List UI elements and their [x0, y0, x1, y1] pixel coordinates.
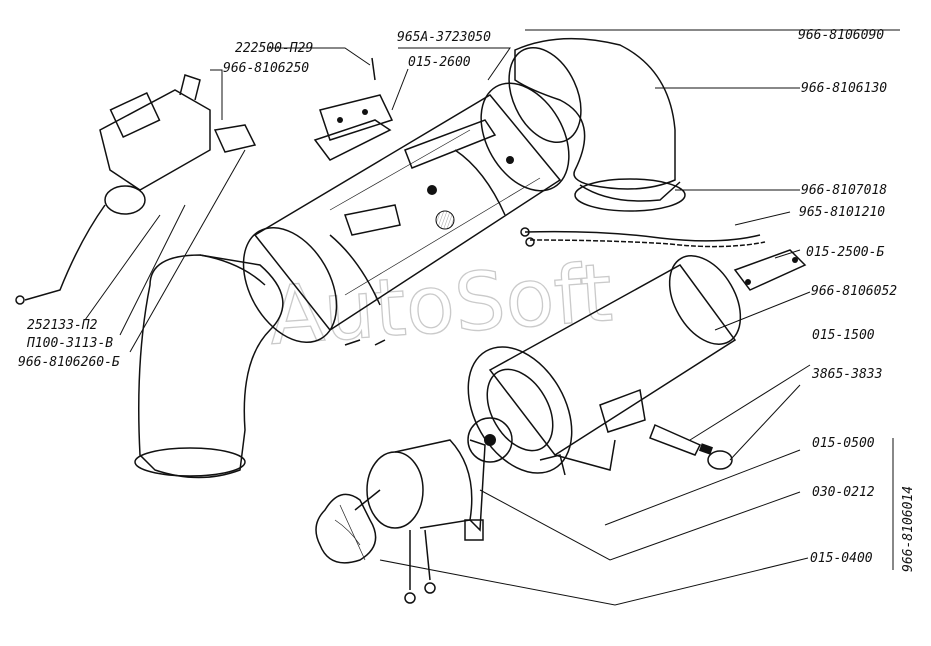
heat-exchanger: [467, 255, 742, 474]
label-966-8106130: 966-8106130: [801, 81, 887, 96]
label-015-0500: 015-0500: [812, 436, 875, 451]
label-030-0212: 030-0212: [812, 485, 875, 500]
heater-casing: [242, 82, 570, 344]
label-966-8107018: 966-8107018: [801, 183, 887, 198]
label-015-1500: 015-1500: [812, 328, 875, 343]
label-966-8106014: 966-8106014: [901, 486, 916, 572]
label-965-8101210: 965-8101210: [799, 205, 885, 220]
blower-motor: [354, 439, 486, 604]
callout-labels: 222500-П29 965А-3723050 966-8106090 966-…: [18, 28, 916, 572]
label-965a-3723050: 965А-3723050: [397, 30, 491, 45]
right-elbow-duct: [508, 37, 686, 212]
switch-block: [733, 249, 807, 291]
label-015-2500b: 015-2500-Б: [806, 245, 884, 260]
plug-nut: [707, 450, 733, 470]
small-parts: [344, 339, 566, 541]
label-p100-3113b: П100-3113-В: [26, 336, 113, 351]
label-015-0400: 015-0400: [810, 551, 873, 566]
label-015-2600: 015-2600: [408, 55, 471, 70]
label-252133-p2: 252133-П2: [27, 318, 98, 333]
label-3865-3833: 3865-3833: [811, 367, 882, 382]
leader-lines: [84, 29, 900, 606]
label-966-8106260b: 966-8106260-Б: [18, 355, 120, 370]
rotor-wheel: [467, 417, 513, 463]
glow-plug: [649, 423, 714, 456]
wiring-harness: [520, 227, 766, 248]
mounting-bracket: [313, 57, 394, 161]
label-966-8106250: 966-8106250: [223, 61, 309, 76]
left-elbow-duct: [134, 254, 284, 479]
control-unit: [15, 74, 257, 305]
label-966-8106052: 966-8106052: [811, 284, 897, 299]
fan-impeller: [315, 493, 377, 564]
label-966-8106090: 966-8106090: [798, 28, 884, 43]
label-222500-p29: 222500-П29: [235, 41, 313, 56]
watermark-text: AutoSoft: [266, 246, 615, 363]
